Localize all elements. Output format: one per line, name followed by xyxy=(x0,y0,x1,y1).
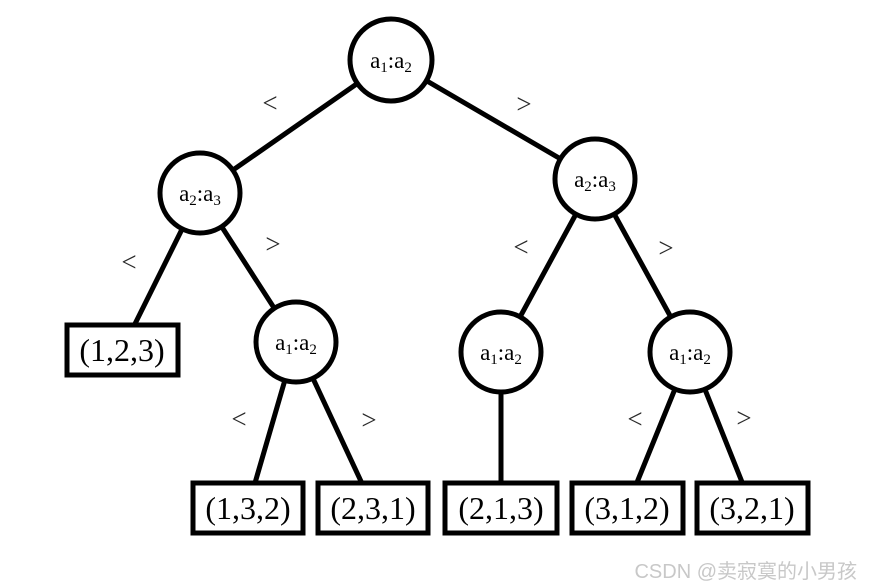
leaf-312: (3,1,2) xyxy=(569,480,686,536)
leaf-132-label: (1,3,2) xyxy=(205,490,290,526)
leaf-123-box xyxy=(64,322,181,378)
node-root: a1:a2 xyxy=(347,16,435,104)
leaf-nodes: (1,2,3) (1,3,2) (2,3,1) (2,1,3) (3,1,2) … xyxy=(64,322,811,536)
node-l23-label: a2:a3 xyxy=(179,181,221,209)
edge-labels: < > < > < > < > < > xyxy=(121,88,751,435)
edge-label-r23-right: > xyxy=(658,233,673,263)
leaf-321: (3,2,1) xyxy=(694,480,811,536)
leaf-213-label: (2,1,3) xyxy=(458,490,543,526)
node-l12-circle xyxy=(253,299,339,385)
edge-label-l23-left: < xyxy=(121,247,136,277)
node-m12-circle xyxy=(458,309,544,395)
node-r23-label: a2:a3 xyxy=(574,167,616,195)
edge-label-l12-right: > xyxy=(361,405,376,435)
node-m12-label: a1:a2 xyxy=(480,340,522,368)
node-r12-circle xyxy=(647,309,733,395)
edge-label-r12-left: < xyxy=(627,404,642,434)
internal-nodes: a1:a2 a2:a3 a2:a3 a1:a2 a1:a2 a1:a2 xyxy=(157,16,733,395)
node-l12: a1:a2 xyxy=(253,299,339,385)
leaf-123: (1,2,3) xyxy=(64,322,181,378)
edge-label-r23-left: < xyxy=(513,232,528,262)
leaf-312-box xyxy=(569,480,686,536)
leaf-213: (2,1,3) xyxy=(442,480,560,536)
leaf-312-label: (3,1,2) xyxy=(584,490,669,526)
node-r23-circle xyxy=(552,136,638,222)
node-l23: a2:a3 xyxy=(157,150,243,236)
edges xyxy=(119,57,755,510)
node-l23-circle xyxy=(157,150,243,236)
leaf-213-box xyxy=(442,480,560,536)
node-r12-label: a1:a2 xyxy=(669,340,711,368)
node-m12: a1:a2 xyxy=(458,309,544,395)
edge-label-r12-right: > xyxy=(736,403,751,433)
edge-label-root-left: < xyxy=(262,88,277,118)
leaf-132: (1,3,2) xyxy=(190,480,306,536)
node-root-circle xyxy=(347,16,435,104)
node-root-label: a1:a2 xyxy=(370,48,412,76)
edge-label-root-right: > xyxy=(516,89,531,119)
leaf-231-label: (2,3,1) xyxy=(330,490,415,526)
leaf-321-box xyxy=(694,480,811,536)
leaf-123-label: (1,2,3) xyxy=(79,332,164,368)
node-r12: a1:a2 xyxy=(647,309,733,395)
node-l12-label: a1:a2 xyxy=(275,330,317,358)
leaf-132-box xyxy=(190,480,306,536)
leaf-321-label: (3,2,1) xyxy=(709,490,794,526)
leaf-231: (2,3,1) xyxy=(315,480,431,536)
watermark: CSDN @卖寂寞的小男孩 xyxy=(634,560,857,583)
edge-label-l12-left: < xyxy=(231,404,246,434)
edge-label-l23-right: > xyxy=(265,229,280,259)
leaf-231-box xyxy=(315,480,431,536)
node-r23: a2:a3 xyxy=(552,136,638,222)
